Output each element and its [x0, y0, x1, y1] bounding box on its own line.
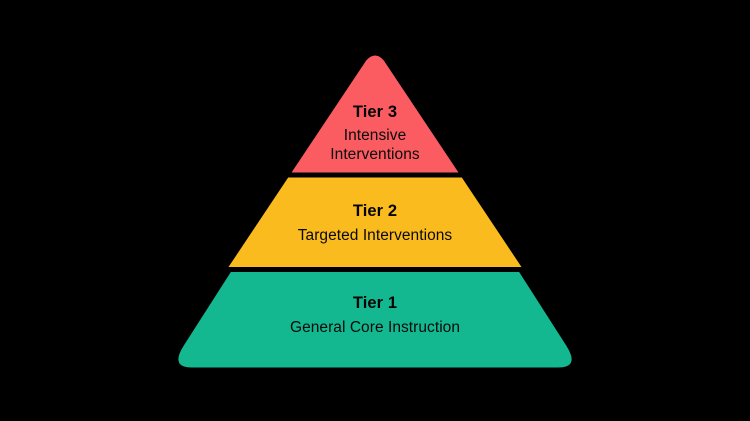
tier-3-shape	[291, 55, 459, 173]
tier-band-tier-3	[291, 55, 459, 173]
tier-2-shape	[228, 177, 522, 267]
tier-band-tier-2	[228, 177, 522, 267]
tier-1-shape	[178, 272, 572, 368]
tier-band-tier-1	[178, 272, 572, 368]
